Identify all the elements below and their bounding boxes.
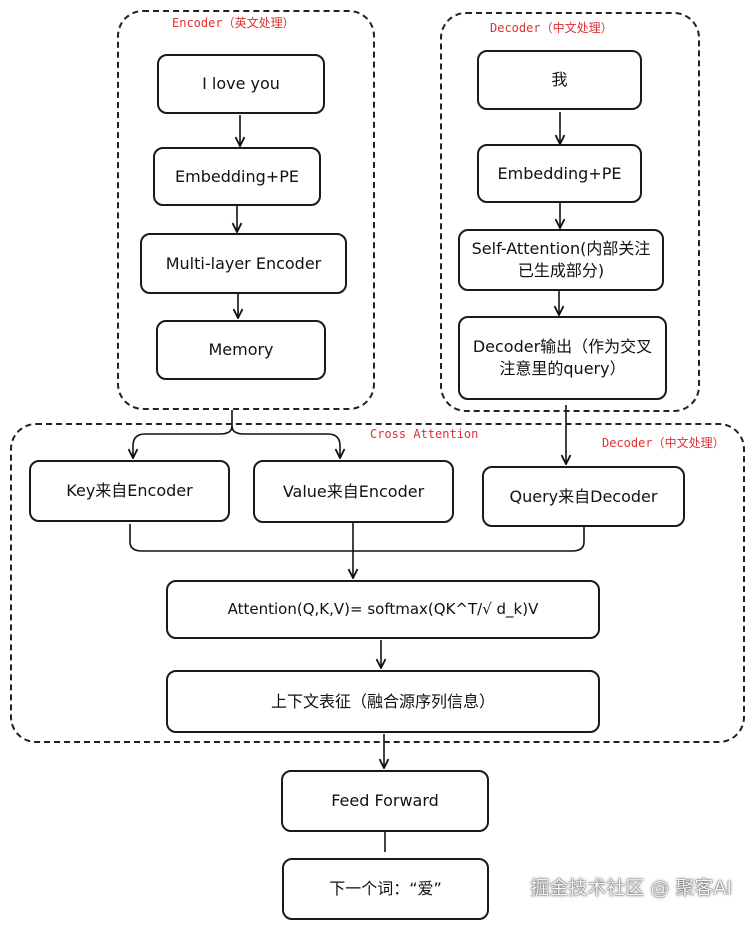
decoder-group-top-label: Decoder（中文处理） xyxy=(488,19,615,36)
edge-encoder-to-value xyxy=(231,425,340,458)
node-feed-forward[interactable]: Feed Forward xyxy=(281,770,489,832)
node-encoder-embedding[interactable]: Embedding+PE xyxy=(153,147,321,206)
encoder-group-label: Encoder（英文处理） xyxy=(170,14,297,31)
node-decoder-output[interactable]: Decoder输出（作为交叉注意里的query） xyxy=(458,316,667,400)
node-next-word[interactable]: 下一个词：“爱” xyxy=(282,858,489,920)
edge-encoder-to-kv xyxy=(133,410,233,458)
cross-attention-label: Cross Attention xyxy=(368,427,481,441)
watermark: 掘金技术社区 @ 聚客AI xyxy=(530,877,732,899)
node-encoder-input[interactable]: I love you xyxy=(157,54,325,114)
decoder-group-bottom-label: Decoder（中文处理） xyxy=(600,434,727,451)
node-decoder-embedding[interactable]: Embedding+PE xyxy=(477,144,642,203)
node-decoder-input[interactable]: 我 xyxy=(477,50,642,110)
node-value[interactable]: Value来自Encoder xyxy=(253,460,454,523)
node-context-representation[interactable]: 上下文表征（融合源序列信息） xyxy=(166,670,600,733)
node-attention-formula[interactable]: Attention(Q,K,V)= softmax(QK^T/√ d_k)V xyxy=(166,580,600,639)
node-query[interactable]: Query来自Decoder xyxy=(482,466,685,527)
decoder-group-top xyxy=(440,12,700,412)
node-encoder-memory[interactable]: Memory xyxy=(156,320,326,380)
node-key[interactable]: Key来自Encoder xyxy=(29,460,230,522)
encoder-group xyxy=(117,10,375,410)
cross-attention-group xyxy=(10,423,745,743)
edge-kvq-merge xyxy=(129,524,585,552)
node-decoder-self-attention[interactable]: Self-Attention(内部关注已生成部分) xyxy=(458,229,664,291)
node-encoder-multilayer[interactable]: Multi-layer Encoder xyxy=(140,233,347,294)
